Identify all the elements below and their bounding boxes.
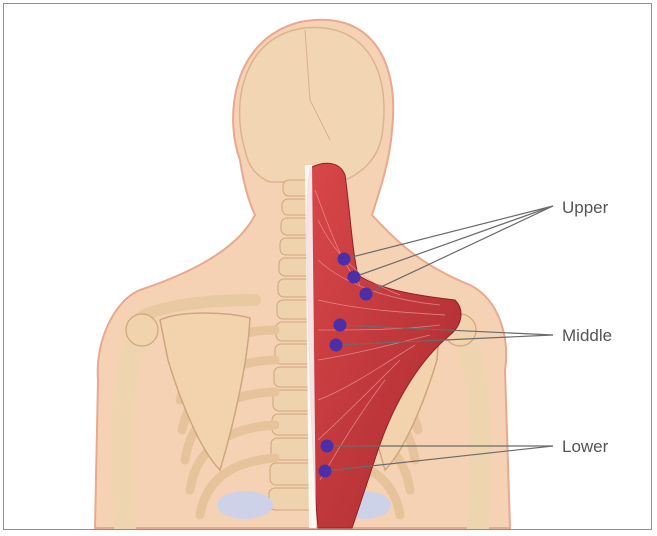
skull: [240, 27, 384, 182]
lower-point-1: [321, 440, 334, 453]
middle-point-1: [334, 319, 347, 332]
upper-label: Upper: [562, 198, 609, 217]
upper-point-1: [338, 253, 351, 266]
lower-point-2: [319, 465, 332, 478]
upper-point-2: [348, 271, 361, 284]
middle-point-2: [330, 339, 343, 352]
upper-point-3: [360, 288, 373, 301]
middle-label: Middle: [562, 326, 612, 345]
kidney-left: [217, 491, 273, 519]
lower-label: Lower: [562, 437, 609, 456]
